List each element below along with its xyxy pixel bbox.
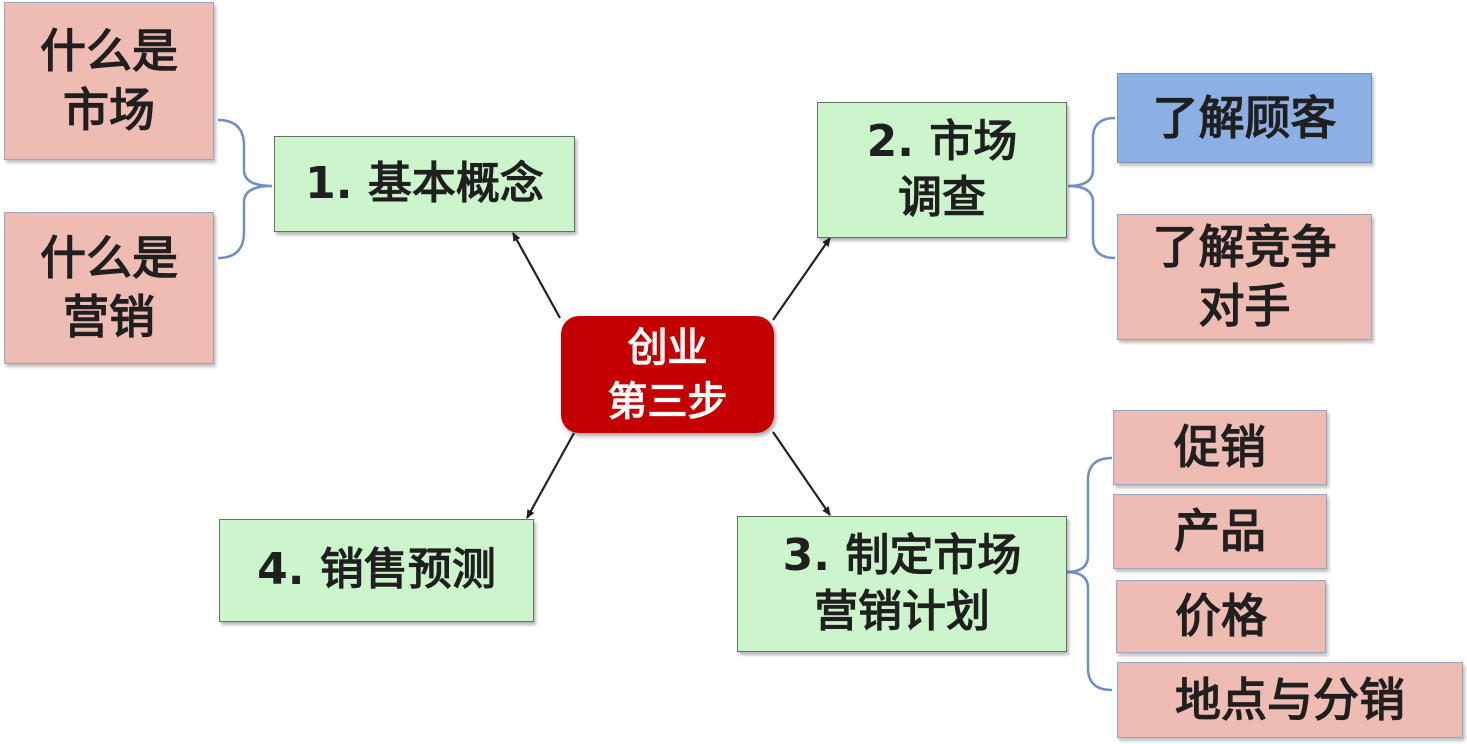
bracket-market-survey — [1067, 116, 1116, 260]
leaf-know-customers: 了解顾客 — [1117, 73, 1372, 163]
bracket-marketing-plan — [1065, 456, 1113, 692]
branch-market-survey: 2. 市场 调查 — [817, 102, 1067, 238]
leaf-know-competitors: 了解竞争 对手 — [1117, 214, 1372, 340]
leaf-what-is-market-line2: 市场 — [63, 83, 155, 137]
arrow-to-sales-forecast — [526, 432, 575, 519]
central-topic-line2: 第三步 — [607, 378, 728, 425]
branch-marketing-plan-line1: 3. 制定市场 — [782, 529, 1022, 581]
branch-basic-concepts: 1. 基本概念 — [274, 136, 575, 232]
branch-sales-forecast-label: 4. 销售预测 — [257, 544, 496, 596]
leaf-know-competitors-line1: 了解竞争 — [1152, 220, 1337, 275]
central-topic-line1: 创业 — [627, 324, 708, 371]
bracket-basic-concepts — [217, 118, 273, 260]
leaf-what-is-marketing-line2: 营销 — [63, 290, 155, 344]
leaf-what-is-market-line1: 什么是 — [40, 24, 178, 79]
leaf-price-label: 价格 — [1175, 589, 1267, 644]
leaf-what-is-marketing-line1: 什么是 — [40, 231, 178, 286]
leaf-place-distribution-label: 地点与分销 — [1175, 672, 1405, 727]
leaf-know-competitors-line2: 对手 — [1198, 279, 1291, 333]
branch-market-survey-line1: 2. 市场 — [866, 115, 1018, 167]
branch-marketing-plan: 3. 制定市场 营销计划 — [737, 516, 1067, 652]
branch-basic-concepts-label: 1. 基本概念 — [305, 157, 544, 209]
branch-market-survey-line2: 调查 — [898, 172, 986, 223]
arrow-to-market-survey — [772, 237, 831, 321]
leaf-product: 产品 — [1113, 494, 1327, 569]
leaf-know-customers-label: 了解顾客 — [1152, 90, 1337, 145]
arrow-to-basic-concepts — [512, 232, 561, 319]
leaf-what-is-marketing: 什么是 营销 — [4, 212, 214, 364]
leaf-product-label: 产品 — [1174, 504, 1266, 559]
leaf-place-distribution: 地点与分销 — [1117, 662, 1463, 738]
branch-marketing-plan-line2: 营销计划 — [814, 586, 990, 637]
leaf-what-is-market: 什么是 市场 — [4, 2, 214, 160]
central-topic: 创业 第三步 — [561, 316, 774, 433]
leaf-promotion: 促销 — [1113, 410, 1327, 485]
leaf-price: 价格 — [1116, 580, 1326, 653]
leaf-promotion-label: 促销 — [1174, 420, 1266, 475]
arrow-to-marketing-plan — [772, 431, 831, 516]
branch-sales-forecast: 4. 销售预测 — [219, 519, 534, 622]
